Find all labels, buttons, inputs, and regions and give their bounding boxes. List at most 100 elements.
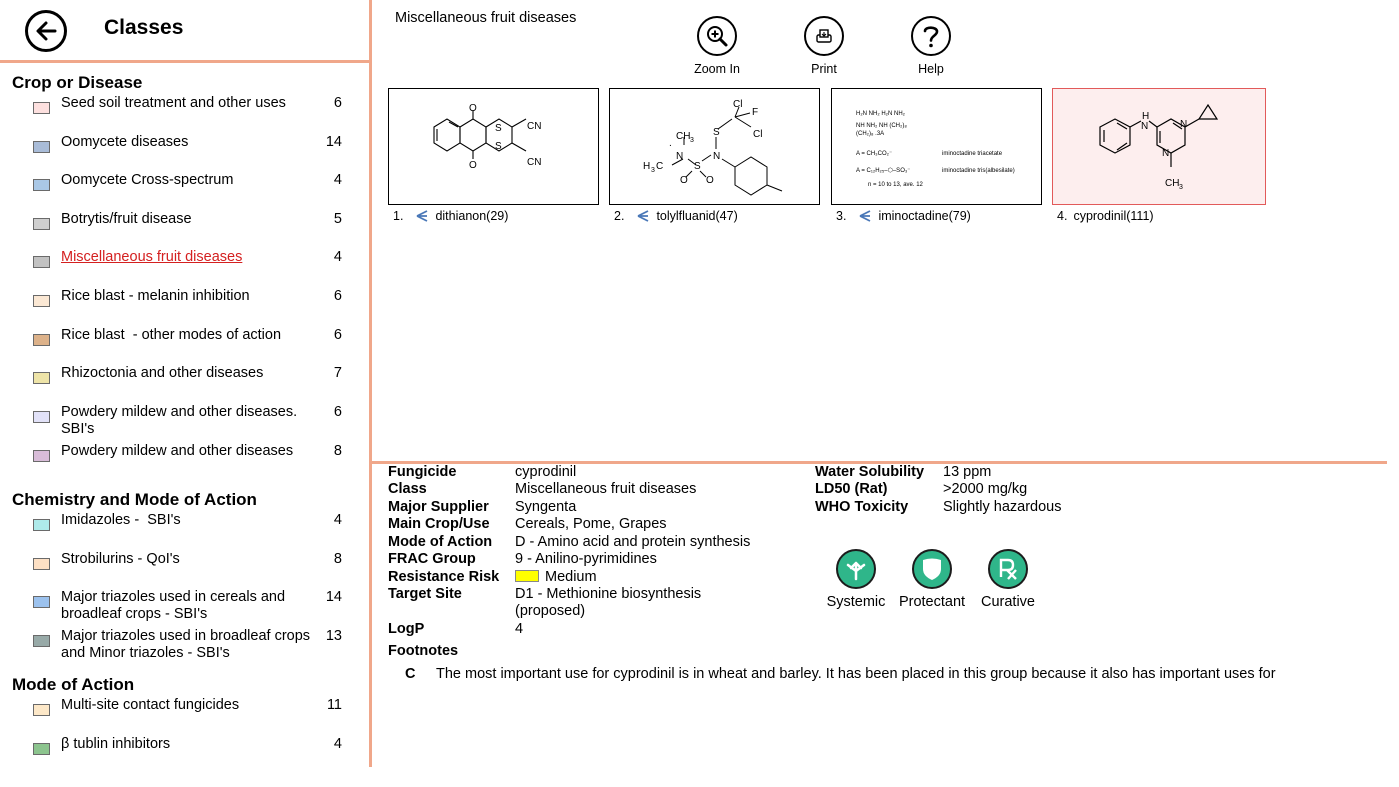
atom-label: CN: [527, 121, 541, 132]
zoom-in-button[interactable]: Zoom In: [677, 16, 757, 76]
detail-key: Target Site: [388, 586, 462, 602]
class-count: 13: [325, 628, 342, 644]
class-item-imidazoles[interactable]: Imidazoles - SBI's 4: [0, 512, 369, 548]
class-item-major-triazoles-cereals[interactable]: Major triazoles used in cereals and broa…: [0, 589, 369, 625]
class-label: Multi-site contact fungicides: [61, 697, 240, 713]
atom-label: S: [495, 141, 502, 152]
curative-label: Curative: [981, 594, 1035, 610]
class-item-powdery-mildew-sbi[interactable]: Powdery mildew and other diseases. SBI's…: [0, 404, 369, 440]
detail-value-target-site-note: (proposed): [515, 603, 586, 619]
class-item-strobilurins[interactable]: Strobilurins - QoI's 8: [0, 551, 369, 587]
class-item-botrytis[interactable]: Botrytis/fruit disease 5: [0, 211, 369, 247]
detail-key: LogP: [388, 621, 425, 637]
classes-panel: Classes Crop or Disease Seed soil treatm…: [0, 0, 372, 767]
tree-link-icon: [860, 210, 871, 222]
footnote-letter: C: [405, 666, 416, 682]
class-label: Seed soil treatment and other uses: [61, 95, 286, 111]
structure-caption-dithianon[interactable]: 1. dithianon(29): [393, 209, 508, 223]
structure-card-tolylfluanid[interactable]: Cl F Cl S N N CH 3 . H 3 C S O O: [609, 88, 820, 205]
print-button[interactable]: Print: [784, 16, 864, 76]
class-label: Imidazoles - SBI's: [61, 512, 181, 528]
structure-name: cyprodinil(111): [1073, 209, 1154, 223]
structure-text: A = C₁₂H₂₅–⬡–SO₃⁻: [856, 167, 910, 174]
structure-card-iminoctadine[interactable]: H₂N NH₂ H₂N NH₂ NH NH₂ NH (CH₂)₈ (CH₂)₈ …: [831, 88, 1042, 205]
structure-caption-cyprodinil[interactable]: 4. cyprodinil(111): [1057, 209, 1154, 223]
print-label: Print: [811, 62, 837, 76]
atom-label: .: [669, 138, 672, 149]
structure-caption-tolylfluanid[interactable]: 2. tolylfluanid(47): [614, 209, 738, 223]
detail-value-supplier: Syngenta: [515, 499, 577, 515]
iminoctadine-structure-image: H₂N NH₂ H₂N NH₂ NH NH₂ NH (CH₂)₈ (CH₂)₈ …: [856, 111, 1015, 188]
detail-key: WHO Toxicity: [815, 499, 909, 515]
class-count: 14: [325, 589, 342, 605]
atom-label: O: [706, 175, 714, 186]
class-item-powdery-mildew[interactable]: Powdery mildew and other diseases 8: [0, 443, 369, 479]
class-count: 8: [333, 443, 342, 459]
class-label: Miscellaneous fruit diseases: [61, 249, 243, 265]
back-button[interactable]: [25, 10, 67, 52]
class-count: 11: [326, 697, 342, 713]
footnote-text: The most important use for cyprodinil is…: [436, 666, 1279, 682]
class-item-oomycete-cross-spectrum[interactable]: Oomycete Cross-spectrum 4: [0, 172, 369, 208]
class-label: Oomycete Cross-spectrum: [61, 172, 234, 188]
detail-value-frac-group: 9 - Anilino-pyrimidines: [515, 551, 657, 567]
help-button[interactable]: Help: [891, 16, 971, 76]
class-color-swatch: [33, 102, 50, 114]
class-color-swatch: [33, 179, 50, 191]
class-item-multi-site[interactable]: Multi-site contact fungicides 11: [0, 697, 369, 733]
risk-label: Medium: [545, 569, 597, 585]
class-item-rhizoctonia[interactable]: Rhizoctonia and other diseases 7: [0, 365, 369, 401]
detail-value-target-site: D1 - Methionine biosynthesis: [515, 586, 702, 602]
footnotes-heading: Footnotes: [388, 643, 459, 659]
structure-caption-iminoctadine[interactable]: 3. iminoctadine(79): [836, 209, 971, 223]
structure-index: 4.: [1057, 209, 1068, 223]
detail-value-who-toxicity: Slightly hazardous: [943, 499, 1062, 515]
atom-label: S: [495, 123, 502, 134]
class-color-swatch: [33, 558, 50, 570]
detail-value-main-crop: Cereals, Pome, Grapes: [515, 516, 667, 532]
atom-label: S: [694, 161, 701, 172]
structure-card-dithianon[interactable]: O O S S CN CN: [388, 88, 599, 205]
tree-link-icon: [417, 210, 428, 222]
class-label: Rice blast - other modes of action: [61, 327, 282, 343]
structure-text: iminoctadine tris(albesilate): [942, 168, 1015, 174]
class-color-swatch: [33, 635, 50, 647]
atom-label: H: [1142, 111, 1149, 122]
detail-value-mode-of-action: D - Amino acid and protein synthesis: [515, 534, 751, 550]
structure-text: (CH₂)₈ .3A: [856, 131, 884, 137]
protectant-icon: [912, 549, 952, 589]
class-item-misc-fruit-diseases[interactable]: Miscellaneous fruit diseases 4: [0, 249, 369, 285]
structure-text: NH NH₂ NH (CH₂)₈: [856, 123, 907, 129]
class-item-seed-soil[interactable]: Seed soil treatment and other uses 6: [0, 95, 369, 131]
class-count: 14: [325, 134, 342, 150]
class-count: 7: [333, 365, 342, 381]
structure-index: 1.: [393, 209, 404, 223]
atom-label: F: [752, 107, 758, 118]
detail-key: Major Supplier: [388, 499, 489, 515]
class-count: 4: [333, 736, 342, 752]
class-item-major-triazoles-broadleaf[interactable]: Major triazoles used in broadleaf crops …: [0, 628, 369, 664]
protectant-label: Protectant: [898, 594, 966, 610]
detail-value-logp: 4: [515, 621, 524, 637]
atom-label: Cl: [753, 129, 762, 140]
class-color-swatch: [33, 295, 50, 307]
detail-value-water-solubility: 13 ppm: [943, 464, 992, 480]
structure-text: H₂N NH₂ H₂N NH₂: [856, 111, 906, 117]
class-label: Powdery mildew and other diseases. SBI's: [61, 404, 298, 437]
cyprodinil-structure-image: H N N N CH 3: [1099, 103, 1219, 191]
structure-name: dithianon(29): [435, 209, 509, 223]
help-label: Help: [918, 62, 944, 76]
class-item-beta-tublin[interactable]: β tublin inhibitors 4: [0, 736, 369, 772]
page-title: Miscellaneous fruit diseases: [395, 10, 577, 26]
structure-card-cyprodinil[interactable]: H N N N CH 3: [1052, 88, 1266, 205]
class-color-swatch: [33, 596, 50, 608]
atom-label: N: [1162, 148, 1169, 159]
class-count: 4: [333, 512, 342, 528]
class-item-oomycete-diseases[interactable]: Oomycete diseases 14: [0, 134, 369, 170]
section-heading-chemistry: Chemistry and Mode of Action: [12, 490, 257, 509]
class-item-rice-blast-other[interactable]: Rice blast - other modes of action 6: [0, 327, 369, 363]
tolylfluanid-structure-image: Cl F Cl S N N CH 3 . H 3 C S O O: [643, 99, 783, 196]
structure-text: n = 10 to 13, ave. 12: [868, 182, 924, 188]
class-item-rice-blast-melanin[interactable]: Rice blast - melanin inhibition 6: [0, 288, 369, 324]
class-label: Major triazoles used in cereals and broa…: [61, 589, 286, 622]
